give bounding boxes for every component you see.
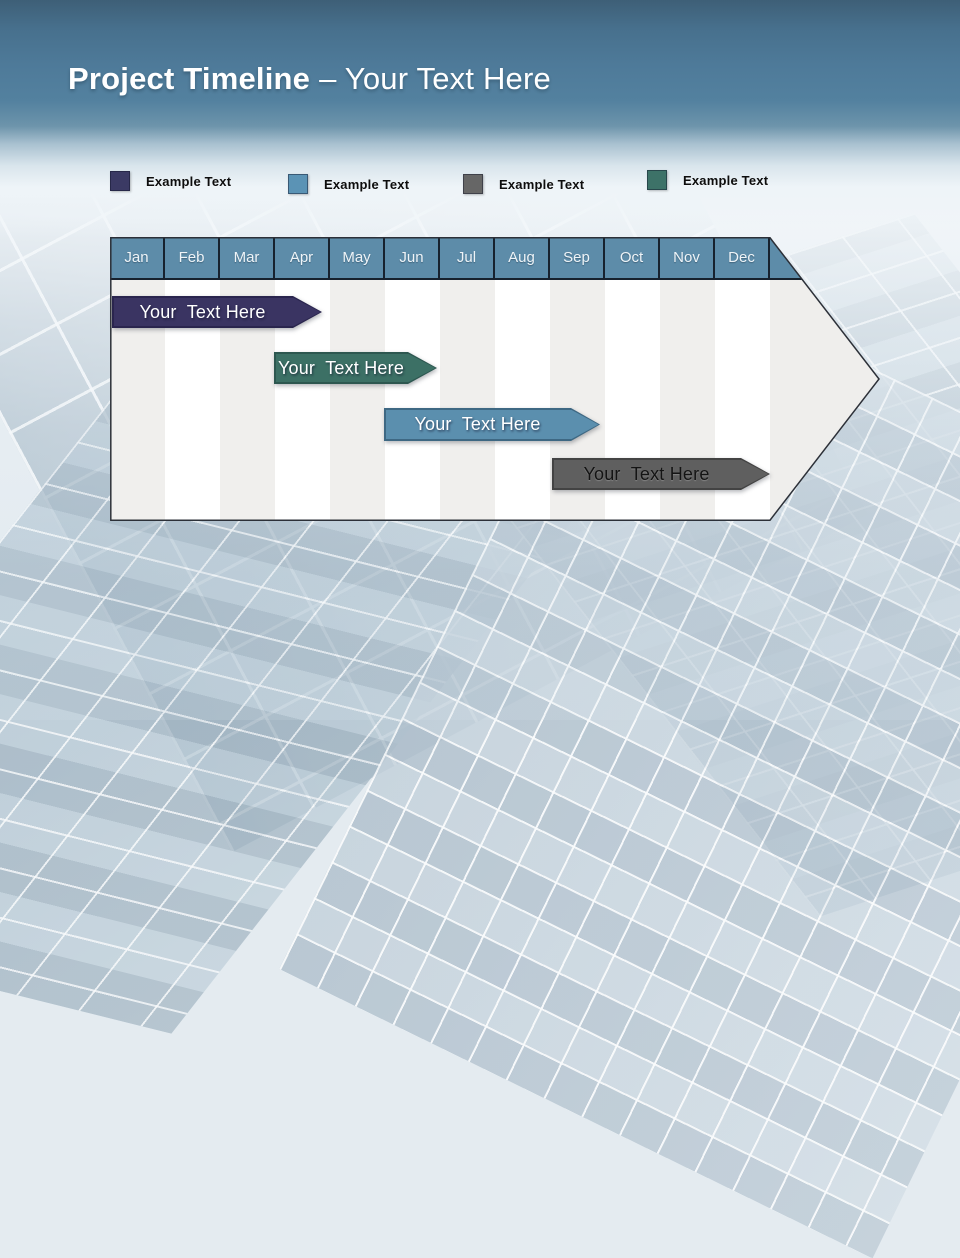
legend-swatch-navy <box>110 171 130 191</box>
legend-swatch-blue <box>288 174 308 194</box>
legend-label: Example Text <box>499 176 585 192</box>
legend-item-3[interactable]: Example Text <box>463 174 584 194</box>
legend-swatch-teal <box>647 170 667 190</box>
legend-item-1[interactable]: Example Text <box>110 171 231 191</box>
legend-label: Example Text <box>324 176 410 192</box>
legend-swatch-gray <box>463 174 483 194</box>
legend-label: Example Text <box>146 173 232 189</box>
legend: Example Text Example Text Example Text E… <box>110 170 768 194</box>
legend-item-2[interactable]: Example Text <box>288 174 409 194</box>
legend-label: Example Text <box>683 172 769 188</box>
legend-item-4[interactable]: Example Text <box>647 170 768 190</box>
